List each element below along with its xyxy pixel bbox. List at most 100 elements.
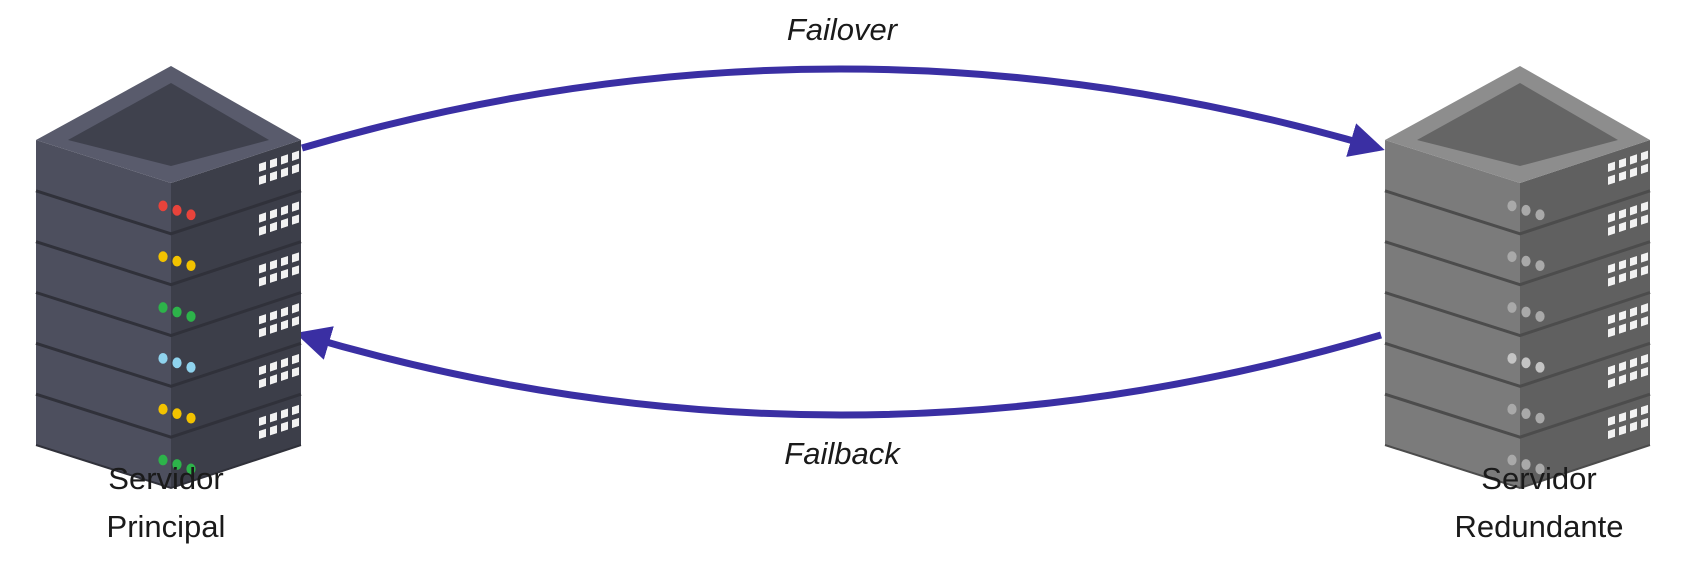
failback-label: Failback	[784, 436, 900, 471]
server-vent	[1630, 357, 1637, 368]
server-vent	[1641, 150, 1648, 161]
server-vent	[1608, 364, 1615, 376]
server-vent	[1630, 319, 1637, 331]
server-vent	[292, 316, 299, 327]
server-vent	[1630, 255, 1637, 267]
server-led	[1535, 209, 1545, 221]
server-vent	[1630, 306, 1637, 318]
server-led	[172, 408, 182, 420]
server-unit-seam	[1384, 240, 1651, 287]
server-vent	[259, 276, 266, 287]
server-vent	[1608, 428, 1615, 440]
server-led	[1507, 352, 1517, 364]
server-vent	[1641, 353, 1648, 365]
server-led	[1521, 357, 1531, 369]
server-vent	[259, 377, 266, 389]
primary-server-label: Servidor Principal	[6, 455, 326, 551]
server-vent	[281, 255, 288, 267]
server-vent	[1608, 263, 1615, 274]
server-vent	[1630, 205, 1637, 216]
server-vent	[292, 417, 299, 429]
server-vent	[259, 364, 266, 376]
server-vent	[1619, 412, 1626, 423]
server-vent	[259, 415, 266, 427]
server-vent	[1641, 265, 1648, 276]
server-vent	[1630, 218, 1637, 229]
server-led	[1507, 251, 1517, 263]
server-vent	[270, 272, 277, 283]
server-vent	[270, 374, 277, 385]
server-vent	[1608, 327, 1615, 338]
server-vent	[1641, 316, 1648, 327]
server-vent	[1630, 268, 1637, 280]
server-vent	[270, 412, 277, 423]
server-led	[186, 412, 196, 424]
server-led	[1535, 463, 1545, 475]
server-led	[1521, 204, 1531, 216]
server-unit-seam	[1384, 341, 1651, 388]
server-vent	[292, 353, 299, 365]
server-led	[1507, 200, 1517, 212]
server-vent	[1608, 377, 1615, 389]
server-vent	[270, 170, 277, 182]
server-vent	[281, 154, 288, 165]
server-vent	[292, 252, 299, 263]
failback-arrow	[295, 326, 1382, 419]
server-led	[172, 459, 182, 470]
server-led	[172, 204, 182, 216]
server-vent	[1641, 252, 1648, 263]
server-led	[1507, 403, 1517, 415]
server-vent	[281, 205, 288, 216]
primary-server-label-line2: Principal	[106, 509, 226, 544]
server-vent	[1619, 425, 1626, 436]
server-vent	[1641, 303, 1648, 314]
server-vent	[1608, 314, 1615, 325]
redundant-server-label-line1: Servidor	[1481, 461, 1597, 496]
server-vent	[292, 150, 299, 161]
server-led	[172, 255, 182, 267]
server-vent	[1619, 310, 1626, 321]
server-vent	[292, 404, 299, 416]
server-led	[1521, 306, 1531, 318]
server-top-panel	[1417, 83, 1618, 166]
server-vent	[281, 306, 288, 318]
server-vent	[1630, 154, 1637, 165]
failover-label: Failover	[786, 12, 898, 47]
server-vent	[270, 221, 277, 233]
server-vent	[1608, 276, 1615, 287]
server-vent	[281, 370, 288, 381]
primary-server-icon	[35, 66, 302, 490]
server-base-edge	[35, 444, 302, 490]
server-led	[1507, 302, 1517, 313]
server-led	[1507, 454, 1517, 466]
server-led	[158, 302, 168, 313]
server-vent	[1641, 417, 1648, 429]
server-led	[172, 306, 182, 318]
server-led	[1535, 361, 1545, 373]
server-vent	[1619, 208, 1626, 220]
server-vent	[1641, 366, 1648, 378]
server-vent	[292, 163, 299, 174]
server-vent	[1630, 167, 1637, 178]
server-unit-seam	[35, 291, 302, 338]
server-vent	[1608, 415, 1615, 427]
server-vent	[1641, 404, 1648, 416]
server-vent	[270, 361, 277, 372]
server-vent	[259, 174, 266, 185]
server-led	[186, 260, 196, 272]
server-vent	[259, 263, 266, 274]
server-unit-seam	[1384, 392, 1651, 439]
server-vent	[1619, 259, 1626, 270]
server-vent	[1619, 323, 1626, 334]
server-vent	[281, 167, 288, 178]
server-led	[1535, 311, 1545, 322]
server-vent	[1630, 421, 1637, 432]
server-led	[158, 454, 168, 466]
server-unit-seam	[1384, 291, 1651, 338]
server-vent	[292, 214, 299, 225]
server-vent	[270, 310, 277, 321]
server-vent	[270, 157, 277, 169]
server-led	[186, 463, 196, 475]
server-base-edge	[1384, 444, 1651, 490]
